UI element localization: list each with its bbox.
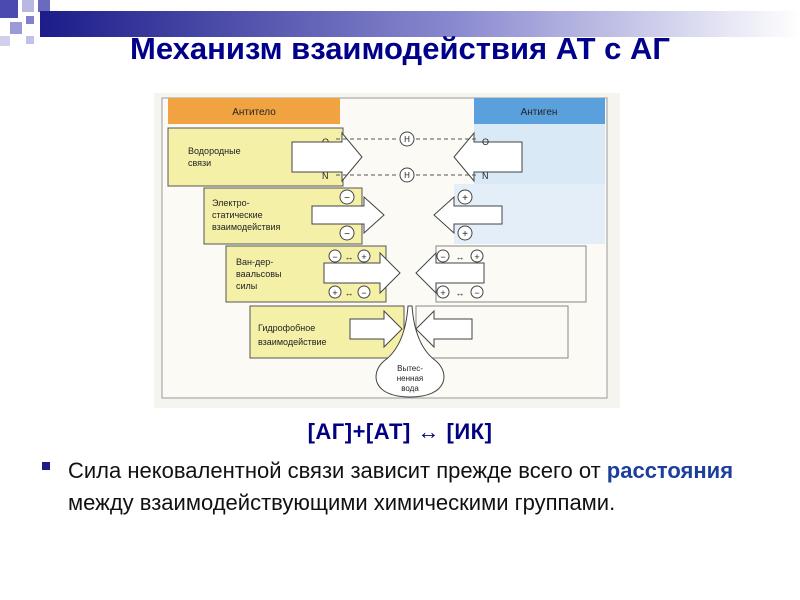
svg-text:↔: ↔ <box>345 288 354 298</box>
svg-text:↔: ↔ <box>456 252 465 262</box>
svg-text:↔: ↔ <box>345 252 354 262</box>
svg-text:Вытес-: Вытес- <box>397 364 423 373</box>
svg-text:вода: вода <box>401 384 419 393</box>
svg-text:↔: ↔ <box>456 288 465 298</box>
svg-text:H: H <box>404 135 410 144</box>
antigen-arrow-hydrophobic <box>415 309 473 349</box>
antibody-arrow-vanderwaals <box>323 251 401 295</box>
svg-text:−: − <box>344 193 350 204</box>
svg-text:N: N <box>482 171 489 181</box>
svg-text:+: + <box>440 288 445 298</box>
bullet-icon <box>42 462 50 470</box>
svg-text:силы: силы <box>236 281 257 291</box>
antibody-label: Антитело <box>232 107 276 118</box>
svg-text:−: − <box>344 229 350 240</box>
reaction-formula: [АГ]+[АТ] ↔ [ИК] <box>307 419 493 444</box>
antigen-arrow-electrostatic <box>433 195 503 235</box>
antibody-arrow-electrostatic <box>311 195 385 235</box>
svg-text:−: − <box>440 252 445 262</box>
corner-decoration <box>0 0 50 46</box>
antibody-arrow-hydrogen <box>291 131 363 183</box>
svg-text:связи: связи <box>188 158 211 168</box>
svg-text:+: + <box>462 229 468 240</box>
svg-text:Гидрофобное: Гидрофобное <box>258 323 315 333</box>
antibody-arrow-hydrophobic <box>349 309 403 349</box>
svg-text:−: − <box>361 288 366 298</box>
svg-text:взаимодействие: взаимодействие <box>258 337 327 347</box>
svg-text:N: N <box>322 171 329 181</box>
antigen-arrow-vanderwaals <box>415 251 485 295</box>
svg-text:+: + <box>332 288 337 298</box>
displaced-water <box>375 305 445 398</box>
svg-text:O: O <box>482 137 489 147</box>
bullet-text: Сила нековалентной связи зависит прежде … <box>68 458 734 515</box>
svg-text:−: − <box>474 288 479 298</box>
svg-text:+: + <box>462 193 468 204</box>
slide-title: Механизм взаимодействия АТ с АГ <box>130 31 670 66</box>
svg-text:Электро-: Электро- <box>212 198 250 208</box>
interaction-diagram: Антитело Антиген Водородные связи O N O … <box>154 93 620 408</box>
svg-text:H: H <box>404 171 410 180</box>
antigen-arrow-hydrogen <box>453 131 523 183</box>
svg-text:Водородные: Водородные <box>188 146 241 156</box>
svg-text:+: + <box>474 252 479 262</box>
emphasis-word: расстояния <box>606 458 734 483</box>
svg-text:статические: статические <box>212 210 263 220</box>
svg-text:ваальсовы: ваальсовы <box>236 269 282 279</box>
svg-text:Ван-дер-: Ван-дер- <box>236 257 273 267</box>
antigen-header <box>474 98 605 124</box>
svg-text:ненная: ненная <box>397 374 423 383</box>
antibody-header <box>168 98 340 124</box>
svg-text:взаимодействия: взаимодействия <box>212 222 281 232</box>
title-bar <box>40 11 800 37</box>
svg-text:−: − <box>332 252 337 262</box>
svg-text:+: + <box>361 252 366 262</box>
antigen-label: Антиген <box>521 107 558 118</box>
